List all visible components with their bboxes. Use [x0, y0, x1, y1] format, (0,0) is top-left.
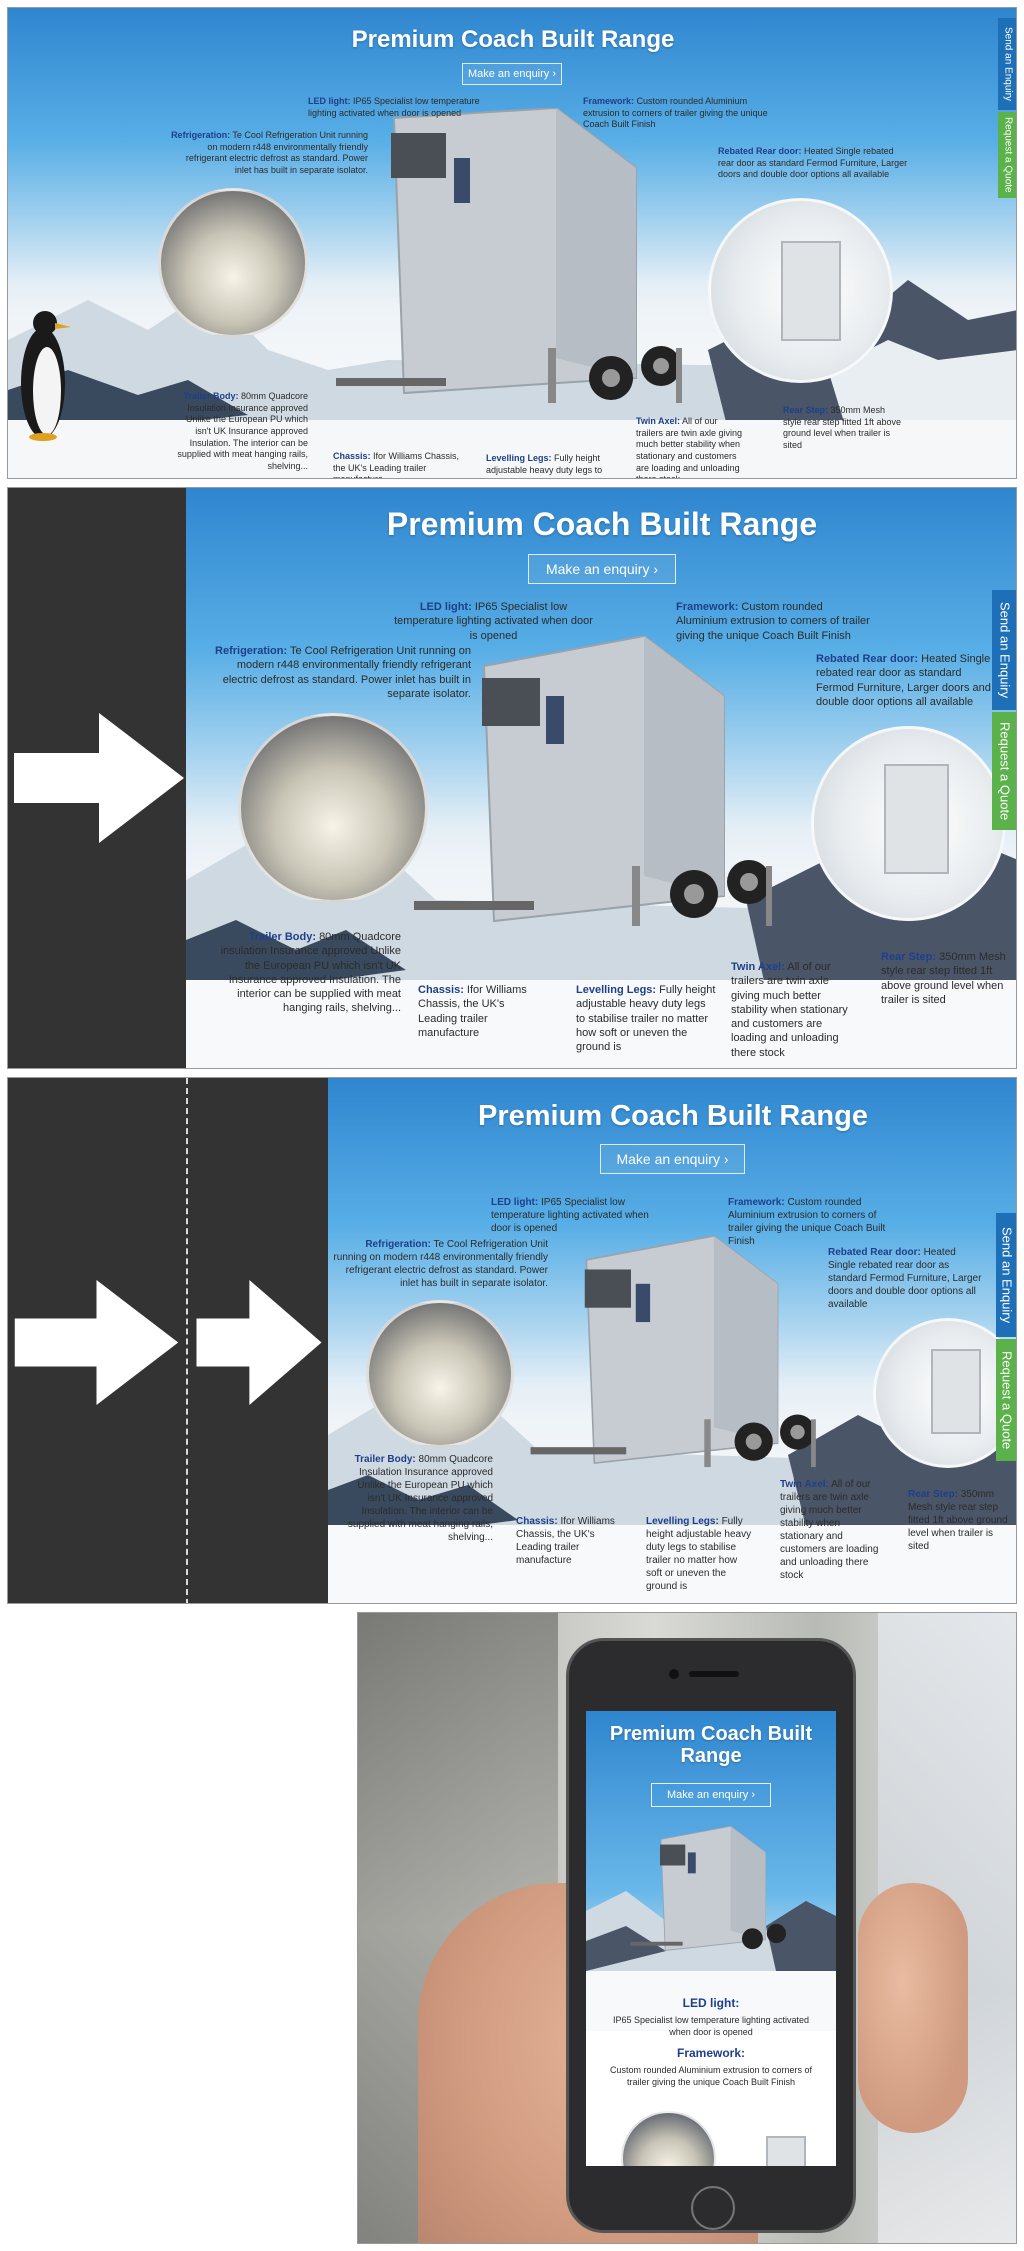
enquiry-button-label: Make an enquiry [467, 68, 550, 80]
interior-circle-image [158, 188, 308, 338]
mobile-led-text: IP65 Specialist low temperature lighting… [612, 2015, 810, 2038]
chevron-right-icon: › [723, 1151, 729, 1167]
phone-camera [669, 1669, 679, 1679]
desktop-screenshot-2: Premium Coach Built Range Make an enquir… [7, 487, 1017, 1069]
feature-rear-step: Rear Step: 350mm Mesh style rear step fi… [783, 405, 902, 451]
mobile-photo: Premium Coach Built Range Make an enquir… [357, 1612, 1017, 2244]
mobile-page-title: Premium Coach Built Range [609, 1723, 813, 1767]
phone-frame[interactable]: Premium Coach Built Range Make an enquir… [566, 1638, 856, 2233]
mobile-enquiry-button[interactable]: Make an enquiry › [651, 1783, 771, 1807]
page-title: Premium Coach Built Range [351, 26, 675, 53]
rear-door-image [884, 764, 949, 874]
feature-rear-door: Rebated Rear door: Heated Single rebated… [816, 653, 991, 708]
feature-framework: Framework: Custom rounded Aluminium extr… [676, 601, 870, 642]
enquiry-button-label: Make an enquiry [616, 1151, 720, 1167]
feature-led: LED light: IP65 Specialist low temperatu… [491, 1197, 649, 1234]
hand-fingers [858, 1883, 968, 2133]
feature-rear-door: Rebated Rear door: Heated Single rebated… [718, 146, 908, 180]
page-title: Premium Coach Built Range [386, 506, 818, 542]
rear-door-circle-image [811, 726, 1006, 921]
feature-framework: Framework: Custom rounded Aluminium extr… [728, 1197, 886, 1247]
send-enquiry-tab[interactable]: Send an Enquiry [992, 590, 1016, 710]
feature-rear-step: Rear Step: 350mm Mesh style rear step fi… [908, 1489, 1008, 1552]
mobile-framework-label: Framework: [676, 2046, 746, 2060]
mountain-background [586, 1891, 836, 2031]
feature-twin-axel: Twin Axel: All of our trailers are twin … [636, 416, 743, 478]
dark-side-panel [8, 1078, 328, 1603]
arrow-right-icon [14, 713, 184, 843]
enquiry-button-label: Make an enquiry [666, 1789, 749, 1801]
chevron-right-icon: › [751, 1789, 756, 1801]
enquiry-button-label: Make an enquiry [545, 561, 650, 577]
dashed-divider [186, 1078, 188, 1603]
trailer-image [336, 108, 682, 403]
mountain-background [328, 1390, 1016, 1603]
desktop-screenshot-3: Premium Coach Built Range Make an enquir… [7, 1077, 1017, 1604]
feature-levelling-legs: Levelling Legs: Fully height adjustable … [486, 453, 603, 475]
hero-scene: Premium Coach Built Range Make an enquir… [328, 1078, 1016, 1603]
page-title: Premium Coach Built Range [478, 1100, 868, 1132]
mobile-interior-circle-image [621, 2111, 716, 2166]
make-enquiry-button[interactable]: Make an enquiry › [462, 63, 562, 85]
hero-scene: Premium Coach Built Range Make an enquir… [186, 488, 1016, 1068]
feature-refrigeration: Refrigeration: Te Cool Refrigeration Uni… [215, 645, 471, 700]
feature-rear-step: Rear Step: 350mm Mesh style rear step fi… [881, 951, 1006, 1006]
rear-door-image [781, 241, 841, 341]
trailer-image [414, 636, 772, 926]
trailer-image [530, 1236, 816, 1468]
arrow-right-icon [14, 1280, 179, 1405]
feature-levelling-legs: Levelling Legs: Fully height adjustable … [576, 984, 716, 1054]
dark-side-panel [8, 488, 186, 1068]
request-quote-tab[interactable]: Request a Quote [992, 712, 1016, 830]
chevron-right-icon: › [552, 68, 557, 80]
feature-led: LED light: IP65 Specialist low temperatu… [394, 601, 593, 642]
feature-refrigeration: Refrigeration: Te Cool Refrigeration Uni… [171, 130, 368, 176]
desktop-screenshot-1: Premium Coach Built Range Make an enquir… [7, 7, 1017, 479]
request-quote-tab[interactable]: Request a Quote [998, 112, 1016, 198]
rear-door-circle-image [873, 1318, 1016, 1468]
feature-twin-axel: Twin Axel: All of our trailers are twin … [731, 961, 848, 1059]
feature-trailer-body: Trailer Body: 80mm Quadcore Insulation I… [177, 391, 308, 472]
mountain-background [186, 830, 1016, 1068]
phone-speaker [689, 1671, 739, 1677]
interior-circle-image [366, 1300, 514, 1448]
penguin-icon [21, 311, 71, 441]
send-enquiry-tab[interactable]: Send an Enquiry [998, 18, 1016, 110]
send-enquiry-tab[interactable]: Send an Enquiry [996, 1213, 1016, 1337]
hero-scene: Premium Coach Built Range Make an enquir… [8, 8, 1016, 478]
mobile-led-label: LED light: [682, 1996, 740, 2010]
feature-trailer-body: Trailer Body: 80mm Quadcore insulation I… [220, 931, 401, 1015]
feature-trailer-body: Trailer Body: 80mm Quadcore Insulation I… [347, 1454, 493, 1543]
feature-framework: Framework: Custom rounded Aluminium extr… [583, 96, 768, 130]
arrow-right-icon [196, 1280, 322, 1405]
feature-chassis: Chassis: Ifor Williams Chassis, the UK's… [333, 451, 460, 478]
interior-circle-image [238, 713, 428, 903]
home-button[interactable] [691, 2186, 735, 2230]
mobile-framework-text: Custom rounded Aluminium extrusion to co… [609, 2065, 813, 2088]
feature-twin-axel: Twin Axel: All of our trailers are twin … [780, 1479, 879, 1581]
rear-door-image [931, 1349, 981, 1434]
feature-chassis: Chassis: Ifor Williams Chassis, the UK's… [418, 984, 527, 1039]
phone-screen: Premium Coach Built Range Make an enquir… [586, 1711, 836, 2166]
feature-led: LED light: IP65 Specialist low temperatu… [308, 96, 480, 118]
request-quote-tab[interactable]: Request a Quote [996, 1339, 1016, 1461]
feature-levelling-legs: Levelling Legs: Fully height adjustable … [646, 1516, 752, 1592]
feature-refrigeration: Refrigeration: Te Cool Refrigeration Uni… [333, 1239, 548, 1289]
make-enquiry-button[interactable]: Make an enquiry › [600, 1144, 745, 1174]
chevron-right-icon: › [653, 561, 659, 577]
mobile-rear-door-image [766, 2136, 806, 2166]
make-enquiry-button[interactable]: Make an enquiry › [528, 554, 676, 584]
trailer-image [630, 1826, 786, 1951]
feature-rear-door: Rebated Rear door: Heated Single rebated… [828, 1247, 982, 1310]
feature-chassis: Chassis: Ifor Williams Chassis, the UK's… [516, 1516, 615, 1566]
rear-door-circle-image [708, 198, 893, 383]
